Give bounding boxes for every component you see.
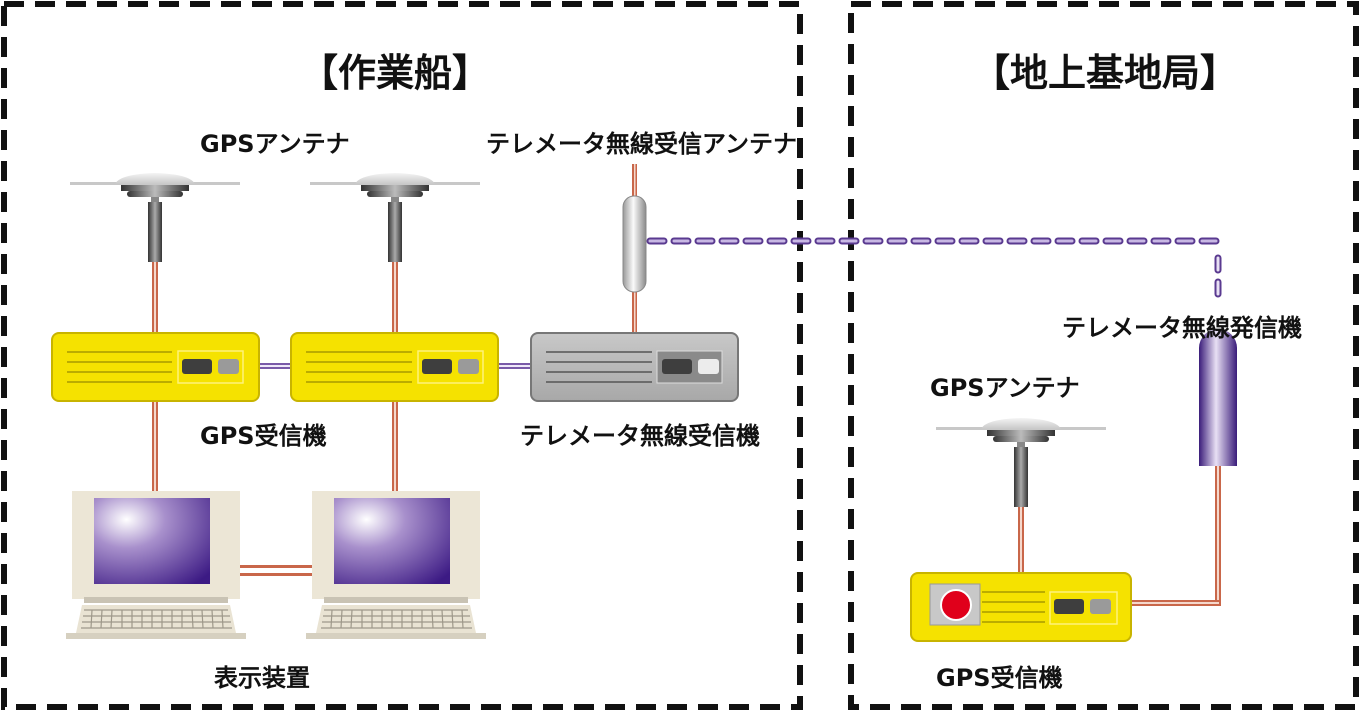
vessel-section-title: 【作業船】 [300,51,491,95]
telemetry-rx-antenna [622,195,647,293]
telemetry-transmitter-label: テレメータ無線発信機 [1062,314,1302,342]
ground-gps-receiver [910,572,1132,642]
telemetry-rx-antenna-label: テレメータ無線受信アンテナ [486,130,798,158]
vessel-section-border [1,1,803,710]
vessel-gps-receiver-1 [51,332,260,402]
telemetry-transmitter [1199,329,1237,466]
telemetry-receiver-label: テレメータ無線受信機 [520,422,760,450]
data-links [259,363,531,369]
copper-cables [152,164,1221,606]
vessel-gps-receiver-2 [290,332,499,402]
vessel-gps-antenna-1 [70,173,240,262]
ground-gps-receiver-label: GPS受信機 [936,664,1063,692]
vessel-gps-antenna-label: GPSアンテナ [200,130,350,158]
vessel-display-label: 表示装置 [214,664,310,692]
vessel-gps-receiver-label: GPS受信機 [200,422,327,450]
vessel-gps-antenna-2 [310,173,480,262]
ground-gps-antenna [936,418,1106,507]
telemetry-receiver [530,332,739,402]
vessel-display-2 [305,490,487,640]
vessel-display-1 [65,490,247,640]
radio-link [646,237,1222,300]
ground-section-title: 【地上基地局】 [972,51,1239,95]
status-lamp [940,589,972,621]
ground-section-border [848,1,1359,710]
ground-gps-antenna-label: GPSアンテナ [930,374,1080,402]
